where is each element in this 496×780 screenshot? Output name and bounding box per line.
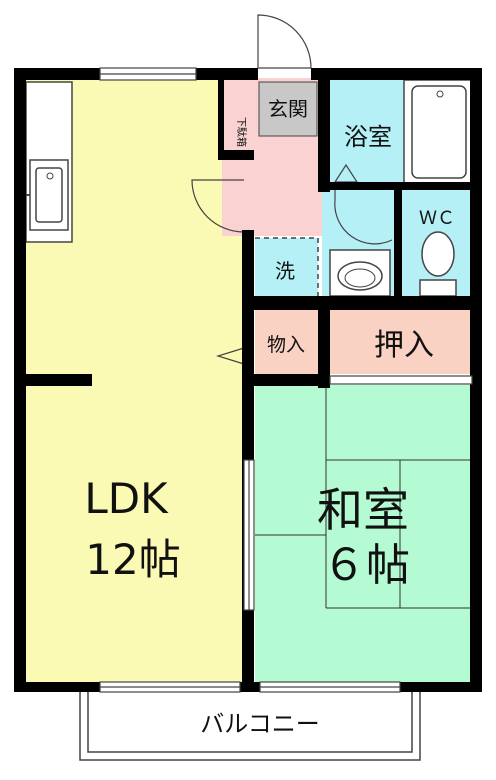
sen-label: 洗 <box>275 259 295 283</box>
balcony-label: バルコニー <box>200 710 320 738</box>
ldk-name: LDK <box>84 474 169 523</box>
tatami-lines <box>255 385 474 609</box>
genkan-floor <box>258 81 318 137</box>
mono-label: 物入 <box>267 334 305 356</box>
wash-basin <box>329 249 391 297</box>
oshiire-label: 押入 <box>374 328 434 363</box>
washitsu-name: 和室 <box>317 483 409 537</box>
getabako-label: 下駄箱 <box>235 117 248 147</box>
door-swings <box>191 14 393 365</box>
wc-label: ＷＣ <box>419 208 455 229</box>
toilet <box>419 231 457 297</box>
ldk-size: 12帖 <box>85 535 180 584</box>
bath-label: 浴室 <box>344 123 392 151</box>
mono-floor <box>255 310 318 374</box>
washitsu-floor <box>255 385 474 682</box>
bathtub <box>403 79 473 184</box>
oshiire-floor <box>330 310 474 374</box>
genkan-label: 玄関 <box>268 97 308 121</box>
washitsu-size: ６帖 <box>322 540 410 591</box>
dashed-boundaries <box>255 237 319 298</box>
kitchen-counter <box>22 81 73 243</box>
walls <box>14 68 482 692</box>
sen-floor <box>255 238 318 296</box>
balcony <box>79 692 421 761</box>
windows <box>99 67 473 693</box>
